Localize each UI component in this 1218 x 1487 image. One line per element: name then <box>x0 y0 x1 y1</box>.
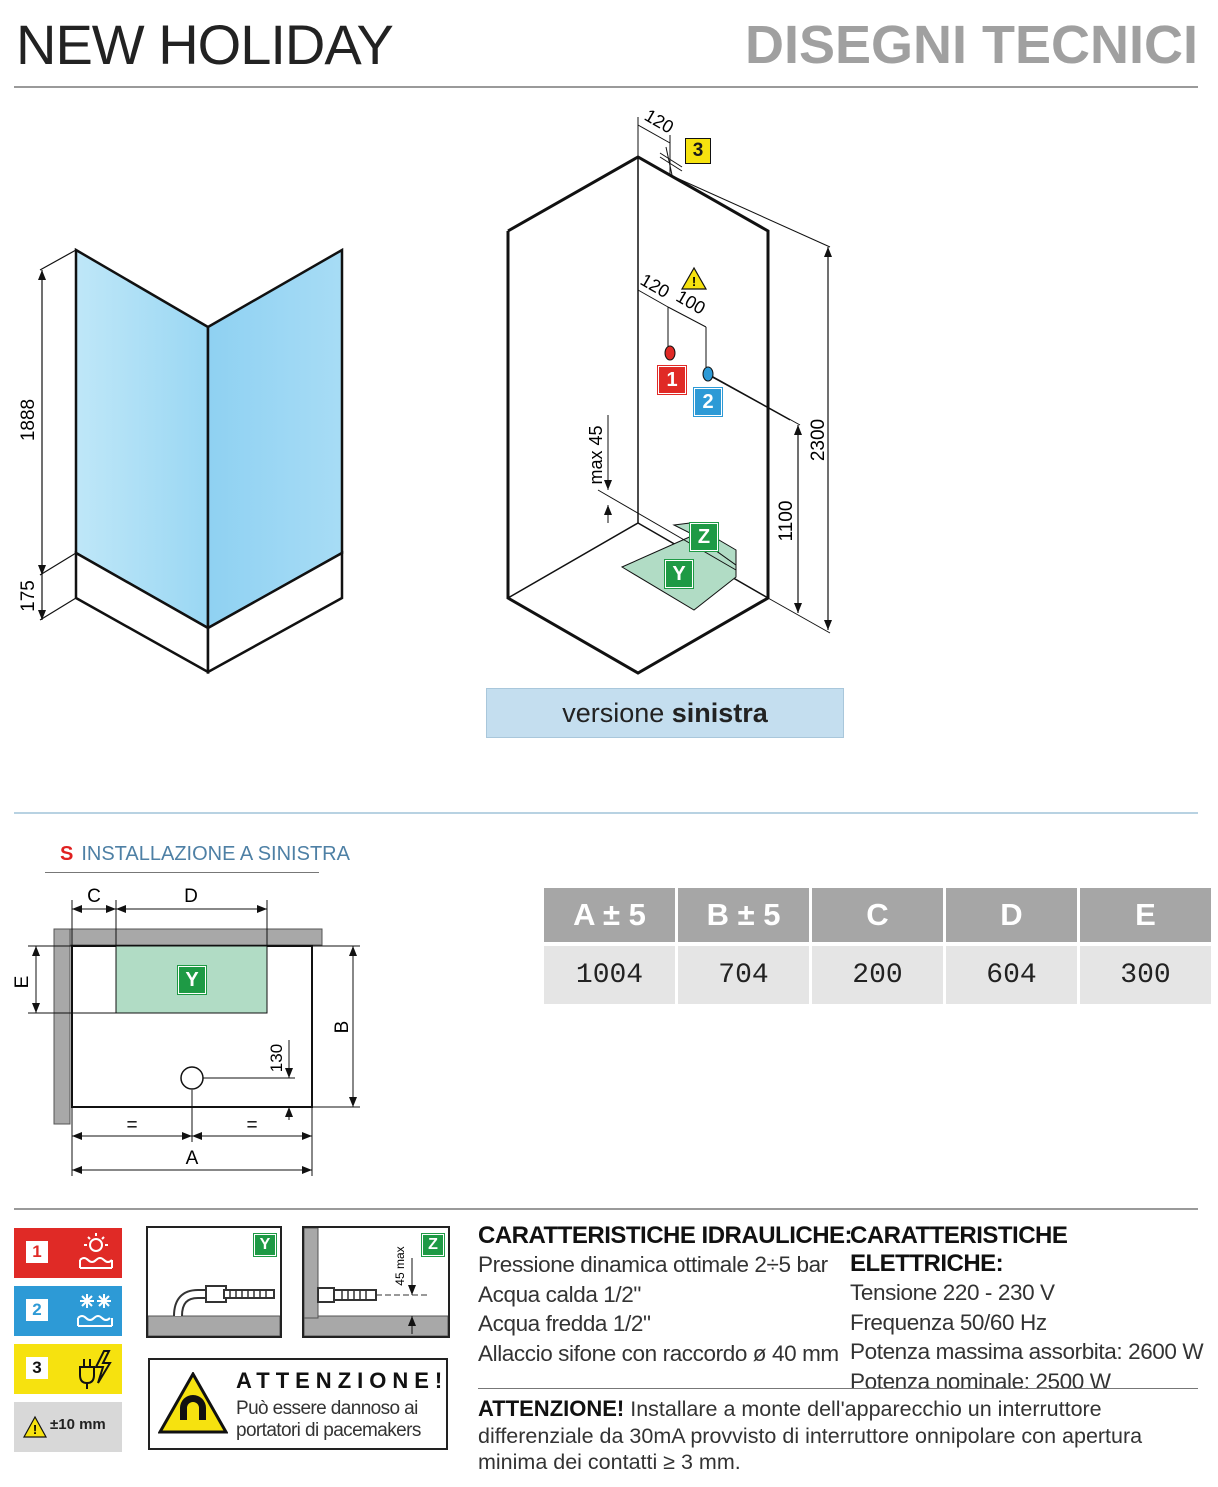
hydraulic-line-1: Pressione dinamica ottimale 2÷5 bar <box>478 1252 828 1277</box>
enclosure-drawing: 1888 175 <box>18 247 344 675</box>
header-divider <box>14 86 1198 88</box>
electrical-line-2: Frequenza 50/60 Hz <box>850 1309 1047 1335</box>
hot-inlet <box>664 345 676 361</box>
electrical-line-3: Potenza massima assorbita: 2600 W <box>850 1339 1204 1364</box>
page-title: NEW HOLIDAY <box>16 13 394 76</box>
dim-2300: 2300 <box>808 419 829 461</box>
svg-text:!: ! <box>692 274 696 289</box>
cold-inlet <box>702 366 714 382</box>
general-warning-text: Installare a monte dell'apparecchio un i… <box>478 1397 1143 1474</box>
dim-130-label: 130 <box>267 1044 286 1072</box>
electrical-specs: CARATTERISTICHE ELETTRICHE: Tensione 220… <box>850 1222 1218 1396</box>
tag-z: Z <box>689 522 719 552</box>
warning-triangle-icon <box>680 266 708 290</box>
installation-underline <box>45 872 319 873</box>
plug-lightning-icon <box>79 1350 112 1389</box>
dim-d-label: D <box>184 886 198 907</box>
dimensions-table: A ± 5 B ± 5 C D E 1004 704 200 604 300 <box>541 888 1214 1004</box>
tag-1: 1 <box>657 365 687 395</box>
tag-2: 2 <box>693 387 723 417</box>
cell-e: 300 <box>1080 942 1211 1004</box>
section-divider <box>14 812 1198 814</box>
pacemaker-warning-line1: Può essere dannoso ai <box>236 1398 418 1419</box>
installation-code: S <box>60 843 74 865</box>
cell-a: 1004 <box>544 942 675 1004</box>
y-connection-box: Y <box>146 1226 282 1338</box>
legend-cold-number: 2 <box>26 1299 48 1321</box>
legend-hot: 1 <box>14 1228 122 1278</box>
col-header-d: D <box>946 888 1077 942</box>
install-box-drawing: 120 2300 1100 120 100 ! max 45 <box>506 105 832 675</box>
dim-c-label: C <box>87 886 101 907</box>
hydraulic-specs: CARATTERISTICHE IDRAULICHE: Pressione di… <box>478 1222 853 1368</box>
sun-water-icon <box>79 1233 113 1269</box>
installation-title: S INSTALLAZIONE A SINISTRA <box>60 843 350 866</box>
warning-small-icon: ! <box>22 1415 48 1438</box>
electrical-line-1: Tensione 220 - 230 V <box>850 1280 1055 1305</box>
legend-cold: 2 <box>14 1286 122 1336</box>
general-warning: ATTENZIONE! Installare a monte dell'appa… <box>478 1396 1198 1476</box>
hydraulic-line-2: Acqua calda 1/2" <box>478 1281 641 1307</box>
legend-tolerance: ! ±10 mm <box>14 1402 122 1452</box>
snow-water-icon <box>77 1294 113 1327</box>
version-label: versione sinistra <box>486 688 844 738</box>
hydraulic-line-3: Acqua fredda 1/2" <box>478 1311 651 1336</box>
legend-electric-number: 3 <box>26 1357 48 1379</box>
col-header-a: A ± 5 <box>544 888 675 942</box>
pacemaker-warning-title: ATTENZIONE! <box>236 1368 449 1393</box>
dim-175-label: 175 <box>18 580 39 612</box>
plan-tag-y: Y <box>177 965 207 995</box>
version-emphasis: sinistra <box>671 698 768 728</box>
dim-e-label: E <box>12 976 33 989</box>
dim-max-45: max 45 <box>586 425 606 484</box>
dim-1100: 1100 <box>776 501 797 542</box>
col-header-b: B ± 5 <box>678 888 809 942</box>
col-header-c: C <box>812 888 943 942</box>
hydraulic-line-4: Allaccio sifone con raccordo ø 40 mm <box>478 1340 839 1366</box>
z-connection-box: 45 max Z <box>302 1226 450 1338</box>
page-subtitle: DISEGNI TECNICI <box>744 15 1198 75</box>
dim-b-label: B <box>332 1021 353 1034</box>
tray-right-face <box>206 550 344 675</box>
pacemaker-warning-line2: portatori di pacemakers <box>236 1420 421 1441</box>
tolerance-label: ±10 mm <box>50 1416 106 1433</box>
installation-label: INSTALLAZIONE A SINISTRA <box>81 843 350 865</box>
svg-text:!: ! <box>33 1422 37 1437</box>
pacemaker-warning: ATTENZIONE! Può essere dannoso ai portat… <box>148 1358 448 1450</box>
cell-c: 200 <box>812 942 943 1004</box>
electrical-line-4: Potenza nominale: 2500 W <box>850 1368 1111 1394</box>
dim-equal-right: = <box>246 1115 257 1136</box>
magnet-warning-icon <box>158 1372 228 1434</box>
dim-top-120: 120 <box>641 105 677 137</box>
cell-d: 604 <box>946 942 1077 1004</box>
installation-plan: C D E B 130 = = A <box>12 886 360 1176</box>
dim-equal-left: = <box>126 1115 137 1136</box>
cell-b: 704 <box>678 942 809 1004</box>
hydraulic-title: CARATTERISTICHE IDRAULICHE: <box>478 1222 853 1249</box>
z-connection-tag: Z <box>421 1233 445 1257</box>
dim-inlet-100: 100 <box>673 286 709 318</box>
dim-1888-label: 1888 <box>18 399 39 441</box>
y-connection-tag: Y <box>253 1233 277 1257</box>
electrical-title: CARATTERISTICHE ELETTRICHE: <box>850 1222 1068 1277</box>
general-warning-label: ATTENZIONE! <box>478 1396 625 1421</box>
z-connection-dim: 45 max <box>393 1246 407 1285</box>
tag-3: 3 <box>685 138 711 164</box>
version-prefix: versione <box>562 698 665 728</box>
col-header-e: E <box>1080 888 1211 942</box>
warning-divider <box>478 1388 1198 1389</box>
footer-divider <box>14 1208 1198 1210</box>
dim-inlet-120: 120 <box>637 270 673 302</box>
tag-y: Y <box>664 559 694 589</box>
legend-electric: 3 <box>14 1344 122 1394</box>
legend-hot-number: 1 <box>26 1241 48 1263</box>
dim-a-label: A <box>186 1148 199 1169</box>
